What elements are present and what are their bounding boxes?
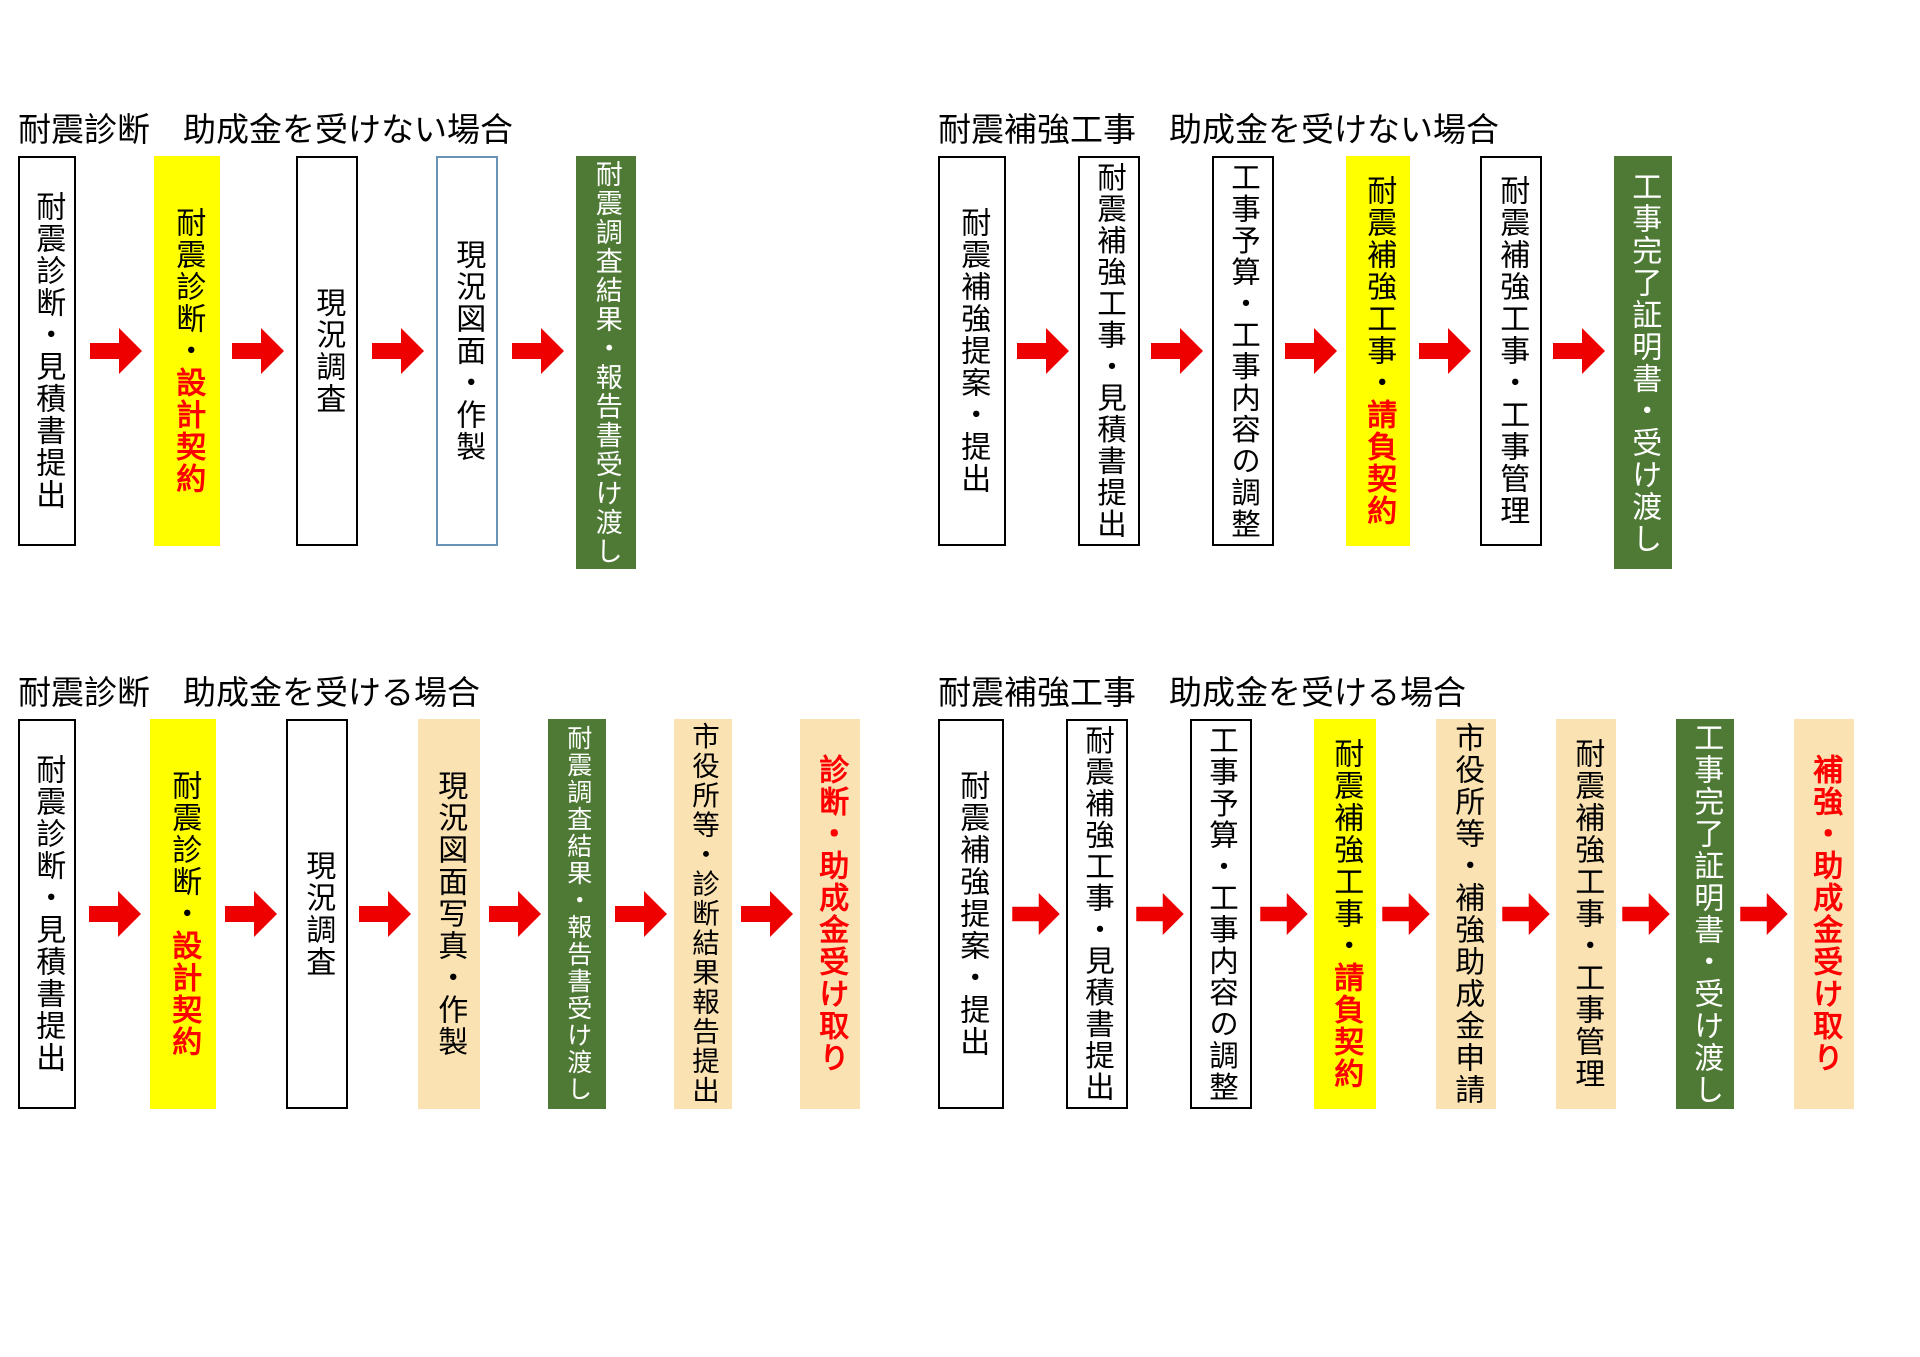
step-label: 耐震補強工事・請負契約 bbox=[1329, 738, 1363, 1090]
step-box[interactable]: 工事予算・工事内容の調整 bbox=[1212, 156, 1274, 546]
flow-row: 耐震補強提案・提出 耐震補強工事・見積書提出 工事予算・工事内容の調整 耐震補強… bbox=[938, 719, 1913, 1109]
flow-row: 耐震補強提案・提出 耐震補強工事・見積書提出 工事予算・工事内容の調整 耐震補強… bbox=[938, 156, 1903, 569]
step-box[interactable]: 市役所等・診断結果報告提出 bbox=[674, 719, 732, 1109]
step-box[interactable]: 耐震補強工事・請負契約 bbox=[1346, 156, 1410, 546]
step-label: 耐震診断・設計契約 bbox=[171, 207, 205, 495]
step-label: 工事予算・工事内容の調整 bbox=[1205, 725, 1239, 1103]
step-box[interactable]: 現況調査 bbox=[296, 156, 358, 546]
step-label: 補強・助成金受け取り bbox=[1808, 754, 1842, 1074]
right-arrow-icon bbox=[508, 156, 568, 546]
right-arrow-icon bbox=[1380, 719, 1432, 1109]
step-box[interactable]: 現況図面写真・作製 bbox=[418, 719, 480, 1109]
step-box[interactable]: 現況調査 bbox=[286, 719, 348, 1109]
step-box[interactable]: 耐震診断・設計契約 bbox=[154, 156, 220, 546]
step-label: 耐震調査結果・報告書受け渡し bbox=[591, 159, 622, 566]
section-taishin-shindan-no-subsidy: 耐震診断 助成金を受けない場合 耐震診断・見積書提出 耐震診断・設計契約 現況調… bbox=[18, 110, 778, 569]
step-label: 工事予算・工事内容の調整 bbox=[1227, 162, 1261, 540]
step-label: 工事完了証明書・受け渡し bbox=[1689, 722, 1723, 1106]
right-arrow-icon bbox=[1620, 719, 1672, 1109]
step-box[interactable]: 耐震補強提案・提出 bbox=[938, 719, 1004, 1109]
right-arrow-icon bbox=[222, 719, 280, 1109]
step-label: 現況調査 bbox=[301, 850, 335, 978]
step-label: 耐震補強提案・提出 bbox=[955, 770, 989, 1058]
right-arrow-icon bbox=[86, 719, 144, 1109]
step-box[interactable]: 耐震診断・見積書提出 bbox=[18, 719, 76, 1109]
section-taishin-hokyo-koji-with-subsidy: 耐震補強工事 助成金を受ける場合 耐震補強提案・提出 耐震補強工事・見積書提出 … bbox=[938, 673, 1913, 1109]
step-label: 耐震補強工事・見積書提出 bbox=[1093, 162, 1127, 540]
step-label: 市役所等・補強助成金申請 bbox=[1450, 722, 1484, 1106]
step-label: 耐震補強工事・工事管理 bbox=[1495, 175, 1529, 527]
step-box[interactable]: 補強・助成金受け取り bbox=[1794, 719, 1854, 1109]
step-label: 市役所等・診断結果報告提出 bbox=[688, 722, 720, 1106]
step-label: 現況図面・作製 bbox=[451, 239, 485, 463]
right-arrow-icon bbox=[1134, 719, 1186, 1109]
step-label: 現況調査 bbox=[311, 287, 345, 415]
step-box[interactable]: 耐震補強工事・見積書提出 bbox=[1078, 156, 1140, 546]
step-box[interactable]: 耐震補強工事・見積書提出 bbox=[1066, 719, 1128, 1109]
step-label: 耐震補強工事・見積書提出 bbox=[1081, 725, 1115, 1103]
right-arrow-icon bbox=[612, 719, 670, 1109]
right-arrow-icon bbox=[368, 156, 428, 546]
step-box[interactable]: 工事完了証明書・受け渡し bbox=[1614, 156, 1672, 569]
step-label: 現況図面写真・作製 bbox=[433, 770, 467, 1058]
step-box[interactable]: 耐震補強提案・提出 bbox=[938, 156, 1006, 546]
step-label: 耐震診断・見積書提出 bbox=[31, 191, 65, 511]
right-arrow-icon bbox=[1014, 156, 1072, 546]
step-box[interactable]: 耐震診断・設計契約 bbox=[150, 719, 216, 1109]
step-label: 耐震調査結果・報告書受け渡し bbox=[563, 725, 592, 1103]
step-label: 工事完了証明書・受け渡し bbox=[1627, 170, 1661, 555]
step-box[interactable]: 耐震診断・見積書提出 bbox=[18, 156, 76, 546]
section-title: 耐震補強工事 助成金を受ける場合 bbox=[938, 674, 1466, 711]
step-label: 耐震補強工事・請負契約 bbox=[1362, 175, 1396, 527]
step-label: 耐震診断・見積書提出 bbox=[31, 754, 65, 1074]
flow-row: 耐震診断・見積書提出 耐震診断・設計契約 現況調査 現況図面・作製 耐震調査結果… bbox=[18, 156, 778, 569]
right-arrow-icon bbox=[1550, 156, 1608, 546]
right-arrow-icon bbox=[1258, 719, 1310, 1109]
step-box[interactable]: 診断・助成金受け取り bbox=[800, 719, 860, 1109]
step-box[interactable]: 耐震調査結果・報告書受け渡し bbox=[576, 156, 636, 569]
right-arrow-icon bbox=[86, 156, 146, 546]
section-title: 耐震診断 助成金を受ける場合 bbox=[18, 674, 480, 711]
step-box[interactable]: 現況図面・作製 bbox=[436, 156, 498, 546]
step-box[interactable]: 耐震補強工事・請負契約 bbox=[1314, 719, 1376, 1109]
step-box[interactable]: 耐震補強工事・工事管理 bbox=[1480, 156, 1542, 546]
right-arrow-icon bbox=[1148, 156, 1206, 546]
step-box[interactable]: 工事予算・工事内容の調整 bbox=[1190, 719, 1252, 1109]
right-arrow-icon bbox=[486, 719, 544, 1109]
right-arrow-icon bbox=[228, 156, 288, 546]
step-label: 耐震補強工事・工事管理 bbox=[1570, 738, 1604, 1090]
step-box[interactable]: 工事完了証明書・受け渡し bbox=[1676, 719, 1734, 1109]
step-label: 診断・助成金受け取り bbox=[814, 754, 848, 1074]
right-arrow-icon bbox=[1500, 719, 1552, 1109]
step-label: 耐震補強提案・提出 bbox=[956, 207, 990, 495]
right-arrow-icon bbox=[356, 719, 414, 1109]
section-title: 耐震補強工事 助成金を受けない場合 bbox=[938, 111, 1499, 148]
section-title: 耐震診断 助成金を受けない場合 bbox=[18, 111, 513, 148]
step-label: 耐震診断・設計契約 bbox=[167, 770, 201, 1058]
right-arrow-icon bbox=[738, 719, 796, 1109]
right-arrow-icon bbox=[1416, 156, 1474, 546]
step-box[interactable]: 市役所等・補強助成金申請 bbox=[1436, 719, 1496, 1109]
step-box[interactable]: 耐震調査結果・報告書受け渡し bbox=[548, 719, 606, 1109]
right-arrow-icon bbox=[1010, 719, 1062, 1109]
flow-row: 耐震診断・見積書提出 耐震診断・設計契約 現況調査 現況図面写真・作製 耐震調査… bbox=[18, 719, 898, 1109]
section-taishin-hokyo-koji-no-subsidy: 耐震補強工事 助成金を受けない場合 耐震補強提案・提出 耐震補強工事・見積書提出… bbox=[938, 110, 1903, 569]
step-box[interactable]: 耐震補強工事・工事管理 bbox=[1556, 719, 1616, 1109]
right-arrow-icon bbox=[1282, 156, 1340, 546]
right-arrow-icon bbox=[1738, 719, 1790, 1109]
section-taishin-shindan-with-subsidy: 耐震診断 助成金を受ける場合 耐震診断・見積書提出 耐震診断・設計契約 現況調査… bbox=[18, 673, 898, 1109]
